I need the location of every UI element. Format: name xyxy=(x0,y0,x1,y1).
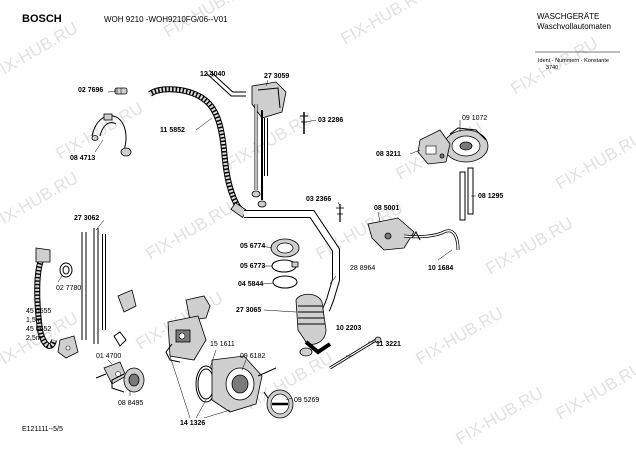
label-095269: 09 5269 xyxy=(294,397,319,404)
label-273059: 27 3059 xyxy=(264,73,289,80)
label-032366: 03 2366 xyxy=(306,196,331,203)
label-032286: 03 2286 xyxy=(318,117,343,124)
model-number: WOH 9210 -WOH9210FG/06--V01 xyxy=(104,15,228,24)
part-drain-hose-288964 xyxy=(244,210,340,312)
part-elbow-124040 xyxy=(206,70,246,97)
watermark: FIX-HUB.RU xyxy=(53,98,147,163)
watermark: FIX-HUB.RU xyxy=(553,128,636,193)
watermark: FIX-HUB.RU xyxy=(483,213,577,278)
label-273065: 27 3065 xyxy=(236,307,261,314)
label-151611: 15 1611 xyxy=(210,341,235,348)
label-450555: 45 0555 xyxy=(26,308,51,315)
part-clamp-056773 xyxy=(271,259,299,273)
label-081295: 08 1295 xyxy=(478,193,503,200)
label-083211: 08 3211 xyxy=(376,151,401,158)
part-bracket-084713 xyxy=(91,113,132,157)
category-title: WASCHGERÄTE xyxy=(537,12,599,21)
label-096182: 09 6182 xyxy=(240,353,265,360)
watermark: FIX-HUB.RU xyxy=(0,168,81,233)
category-subtitle: Waschvollautomaten xyxy=(537,22,611,31)
part-ring-056774 xyxy=(270,238,300,258)
part-sump-hose-273065 xyxy=(295,293,332,357)
part-air-trap-085001 xyxy=(367,217,460,251)
part-clip-bracket xyxy=(113,289,137,347)
watermark: FIX-HUB.RU xyxy=(223,108,317,173)
page-code: E121111--5/5 xyxy=(22,426,63,433)
label-450652: 45 0652 xyxy=(26,326,51,333)
label-088495: 08 8495 xyxy=(118,400,143,407)
label-027696: 02 7696 xyxy=(78,87,103,94)
part-switch-bracket-083211 xyxy=(417,129,451,165)
leader-lines xyxy=(57,75,476,419)
part-rod-102203 xyxy=(329,336,382,370)
label-085001: 08 5001 xyxy=(374,205,399,212)
label-027780: 02 7780 xyxy=(56,285,81,292)
part-filter-housing-096182 xyxy=(211,355,277,413)
part-clip-027696 xyxy=(114,87,128,95)
label-124040: 12 4040 xyxy=(200,71,225,78)
part-ring-045844 xyxy=(272,275,298,289)
label-25m: 2,5m xyxy=(26,335,42,342)
header: BOSCH WOH 9210 -WOH9210FG/06--V01 WASCHG… xyxy=(22,12,620,71)
ident-value: 3740 xyxy=(546,65,558,71)
part-drain-pump xyxy=(165,295,211,363)
part-hose-holder xyxy=(57,335,79,359)
label-091072: 09 1072 xyxy=(462,115,487,122)
label-056773: 05 6773 xyxy=(240,263,265,270)
label-056774: 05 6774 xyxy=(240,243,265,250)
label-288964: 28 8964 xyxy=(350,265,375,272)
brand-logo-text: BOSCH xyxy=(22,13,62,25)
part-clamp-ring-027780 xyxy=(59,262,73,278)
ident-label: Ident - Nummern - Konstante xyxy=(538,58,609,64)
label-084713: 08 4713 xyxy=(70,155,95,162)
part-air-tubes-081295 xyxy=(459,167,474,221)
label-141326: 14 1326 xyxy=(180,420,205,427)
watermark: FIX-HUB.RU xyxy=(338,0,432,48)
label-15m: 1,5m xyxy=(26,317,42,324)
label-014700: 01 4700 xyxy=(96,353,121,360)
watermark: FIX-HUB.RU xyxy=(453,383,547,448)
part-drain-hose-450555 xyxy=(34,247,57,349)
part-labels: 02 7696 08 4713 12 4040 27 3059 11 5852 … xyxy=(26,71,503,427)
label-273062: 27 3062 xyxy=(74,215,99,222)
label-115852: 11 5852 xyxy=(160,127,185,134)
label-113221: 11 3221 xyxy=(376,341,401,348)
watermark: FIX-HUB.RU xyxy=(553,358,636,423)
watermark: FIX-HUB.RU xyxy=(413,303,507,368)
watermark: FIX-HUB.RU xyxy=(0,18,81,83)
label-102203: 10 2203 xyxy=(336,325,361,332)
part-connector-014700 xyxy=(95,361,127,385)
part-pin-032366 xyxy=(336,204,344,222)
part-dispenser-inlet-273059 xyxy=(251,81,287,208)
part-hose-set-273062 xyxy=(81,228,106,344)
watermark: FIX-HUB.RU xyxy=(143,198,237,263)
part-pump-motor-088495 xyxy=(111,367,145,393)
part-filter-cap-095269 xyxy=(263,389,294,419)
label-101684: 10 1684 xyxy=(428,265,453,272)
label-045844: 04 5844 xyxy=(238,281,263,288)
